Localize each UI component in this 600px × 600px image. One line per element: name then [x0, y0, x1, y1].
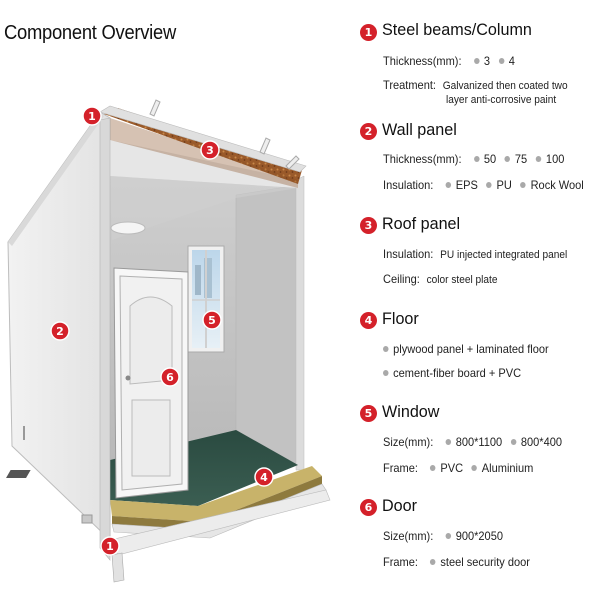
roof-insulation-row: Insulation: PU injected integrated panel [383, 247, 568, 261]
wall-insulation-row: Insulation: EPS PU Rock Wool [383, 178, 584, 192]
heading-steel-beams: Steel beams/Column [382, 20, 532, 39]
marker-3-roof: 3 [200, 140, 220, 160]
bullet-icon [473, 156, 480, 162]
number-badge-4: 4 [360, 312, 377, 329]
page-title: Component Overview [4, 22, 176, 44]
marker-6-door: 6 [160, 367, 180, 387]
number-badge-3: 3 [360, 217, 377, 234]
bullet-icon [473, 58, 480, 64]
svg-text:1: 1 [106, 540, 114, 553]
heading-wall-panel: Wall panel [382, 120, 457, 139]
bullet-icon [471, 465, 478, 471]
right-interior-wall [235, 184, 299, 466]
heading-door: Door [382, 496, 418, 515]
wall-thickness-row: Thickness(mm): 50 75 100 [383, 152, 565, 166]
svg-text:6: 6 [166, 371, 174, 384]
svg-text:5: 5 [208, 314, 216, 327]
bullet-icon [535, 156, 542, 162]
bullet-icon [504, 156, 511, 162]
bullet-icon [445, 182, 452, 188]
svg-text:4: 4 [260, 471, 268, 484]
thickness-label: Thickness(mm): [383, 54, 462, 68]
bullet-icon [383, 370, 389, 376]
heading-roof-panel: Roof panel [382, 214, 461, 233]
bullet-icon [430, 559, 436, 565]
marker-1-top: 1 [82, 106, 102, 126]
window-frame-row: Frame: PVC Aluminium [383, 461, 534, 475]
bullet-icon [486, 182, 492, 188]
bullet-icon [383, 346, 389, 352]
svg-text:1: 1 [88, 110, 96, 123]
window-size-row: Size(mm): 800*1100 800*400 [383, 435, 563, 449]
number-badge-2: 2 [360, 123, 377, 140]
marker-1-bottom: 1 [100, 536, 120, 556]
svg-text:3: 3 [206, 144, 214, 157]
floor-option-2: cement-fiber board + PVC [383, 366, 521, 380]
marker-2-wall: 2 [50, 321, 70, 341]
container-house-illustration: 1 3 2 5 6 4 1 [6, 99, 331, 583]
ceiling [110, 140, 298, 188]
roof-ceiling-row: Ceiling: color steel plate [383, 272, 498, 286]
svg-text:2: 2 [56, 325, 64, 338]
door-frame-row: Frame: steel security door [383, 555, 530, 569]
heading-floor: Floor [382, 309, 419, 328]
bullet-icon [520, 182, 526, 188]
marker-5-window: 5 [202, 310, 222, 330]
marker-4-floor: 4 [254, 467, 274, 487]
number-badge-5: 5 [360, 405, 377, 422]
number-badge-6: 6 [360, 499, 377, 516]
beam-treatment-line2: layer anti-corrosive paint [446, 94, 557, 106]
beam-thickness-row: Thickness(mm): 3 4 [383, 54, 515, 68]
bullet-icon [430, 465, 436, 471]
bullet-icon [498, 58, 505, 64]
bullet-icon [510, 439, 517, 445]
door-size-row: Size(mm): 900*2050 [383, 529, 503, 543]
number-badge-1: 1 [360, 24, 377, 41]
beam-treatment-row: Treatment: Galvanized then coated two [383, 78, 568, 92]
bullet-icon [445, 439, 452, 445]
floor-layers [110, 466, 322, 522]
floor-option-1: plywood panel + laminated floor [383, 342, 549, 356]
left-wall-top-edge [8, 112, 104, 246]
heading-window: Window [382, 402, 440, 421]
bullet-icon [445, 533, 452, 539]
